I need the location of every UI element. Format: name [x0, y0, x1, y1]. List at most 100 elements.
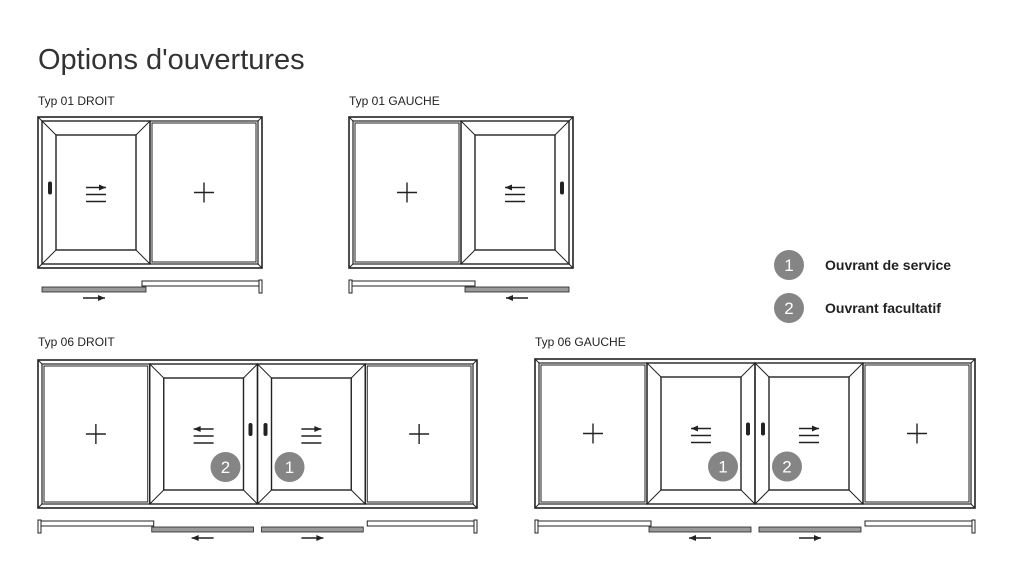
bevel [135, 120, 151, 136]
track-arrow-icon-head [191, 535, 199, 541]
sash-glass [55, 134, 137, 251]
badge-number: 1 [285, 458, 294, 477]
sliding-track [41, 286, 147, 293]
sliding-track [151, 526, 254, 533]
legend-label-service: Ouvrant de service [825, 257, 952, 273]
badge-2 [210, 452, 241, 482]
fixed-glass [540, 364, 646, 503]
sliding-panel: 2 [754, 362, 864, 505]
fixed-glass [151, 122, 257, 263]
track-diagram [37, 519, 478, 541]
frame-corner [472, 359, 478, 365]
fixed-panel [41, 363, 151, 505]
slide-arrow-icon-head [812, 425, 819, 432]
legend-badge-1 [774, 250, 804, 280]
fixed-panel [538, 362, 648, 505]
window-typ-01-gauche [348, 116, 574, 301]
bevel [41, 120, 57, 136]
outer-frame [37, 359, 478, 509]
sash-glass [474, 134, 556, 251]
sliding-panel [460, 120, 570, 265]
sash-frame [256, 363, 366, 505]
fixed-panel [364, 363, 474, 505]
track-diagram [41, 279, 263, 301]
sash-frame [41, 120, 151, 265]
frame-corner [472, 503, 478, 509]
bevel [350, 363, 366, 379]
bevel [460, 249, 476, 265]
fixed-panel [149, 120, 259, 265]
sliding-track [758, 526, 862, 533]
sliding-panel: 1 [646, 362, 756, 505]
bevel [243, 489, 258, 505]
bevel [149, 489, 165, 505]
fixed-panel [862, 362, 972, 505]
window-label-typ06-droit: Typ 06 DROIT [38, 335, 115, 349]
sash-glass [660, 376, 742, 491]
sash-glass [270, 377, 352, 491]
bevel [243, 363, 258, 379]
slide-arrow-icon-head [193, 426, 201, 432]
bevel [754, 362, 770, 378]
fixed-frame [364, 363, 474, 505]
bevel [754, 489, 770, 505]
window-label-typ01-droit: Typ 01 DROIT [38, 94, 115, 108]
sash-frame [460, 120, 570, 265]
sash-frame [149, 363, 259, 505]
track-diagram [534, 519, 976, 541]
track-arrow-icon-head [814, 535, 821, 541]
track-arrow-icon-head [98, 295, 105, 301]
sliding-panel: 2 [149, 363, 259, 505]
window-typ-01-droit [37, 116, 263, 301]
bevel [554, 249, 570, 265]
track-diagram [348, 279, 570, 301]
bevel [41, 249, 57, 265]
outer-frame [534, 358, 976, 509]
slide-arrow-icon-head [314, 426, 322, 432]
frame-corner [348, 263, 354, 269]
track-end-cap [534, 519, 539, 534]
badge-1 [708, 451, 738, 482]
window-label-typ06-gauche: Typ 06 GAUCHE [535, 335, 626, 349]
bevel [149, 363, 165, 379]
frame-corner [257, 263, 263, 269]
frame-corner [37, 359, 43, 365]
track-end-cap [37, 519, 42, 534]
sash-frame [754, 362, 864, 505]
badge-number: 2 [221, 458, 230, 477]
legend-label-facultatif: Ouvrant facultatif [825, 300, 941, 316]
slide-arrow-icon-head [691, 425, 698, 432]
fixed-track [366, 520, 478, 527]
frame-corner [257, 116, 263, 122]
track-end-cap [473, 519, 478, 534]
fixed-track [37, 520, 155, 527]
fixed-frame [862, 362, 972, 505]
fixed-track [141, 280, 263, 287]
slide-arrow-icon-head [99, 184, 106, 191]
track-end-cap [971, 519, 976, 534]
handle-icon [263, 423, 268, 436]
bevel [460, 120, 476, 136]
legend-badge-2 [774, 293, 804, 323]
fixed-glass [864, 364, 970, 503]
badge-number: 1 [718, 458, 727, 477]
sliding-panel: 1 [256, 363, 366, 505]
bevel [135, 249, 151, 265]
fixed-track [534, 520, 652, 527]
track-arrow-icon-head [689, 535, 696, 541]
fixed-glass [366, 365, 472, 503]
bevel [646, 362, 662, 378]
frame-corner [970, 358, 976, 364]
sash-frame [646, 362, 756, 505]
outer-frame [37, 116, 263, 269]
frame-corner [970, 503, 976, 509]
bevel [848, 362, 864, 378]
sash-glass [768, 376, 850, 491]
badge-2 [772, 451, 802, 482]
track-end-cap [348, 279, 353, 294]
sliding-track [464, 286, 570, 293]
bevel [740, 362, 756, 378]
handle-icon [248, 423, 253, 436]
